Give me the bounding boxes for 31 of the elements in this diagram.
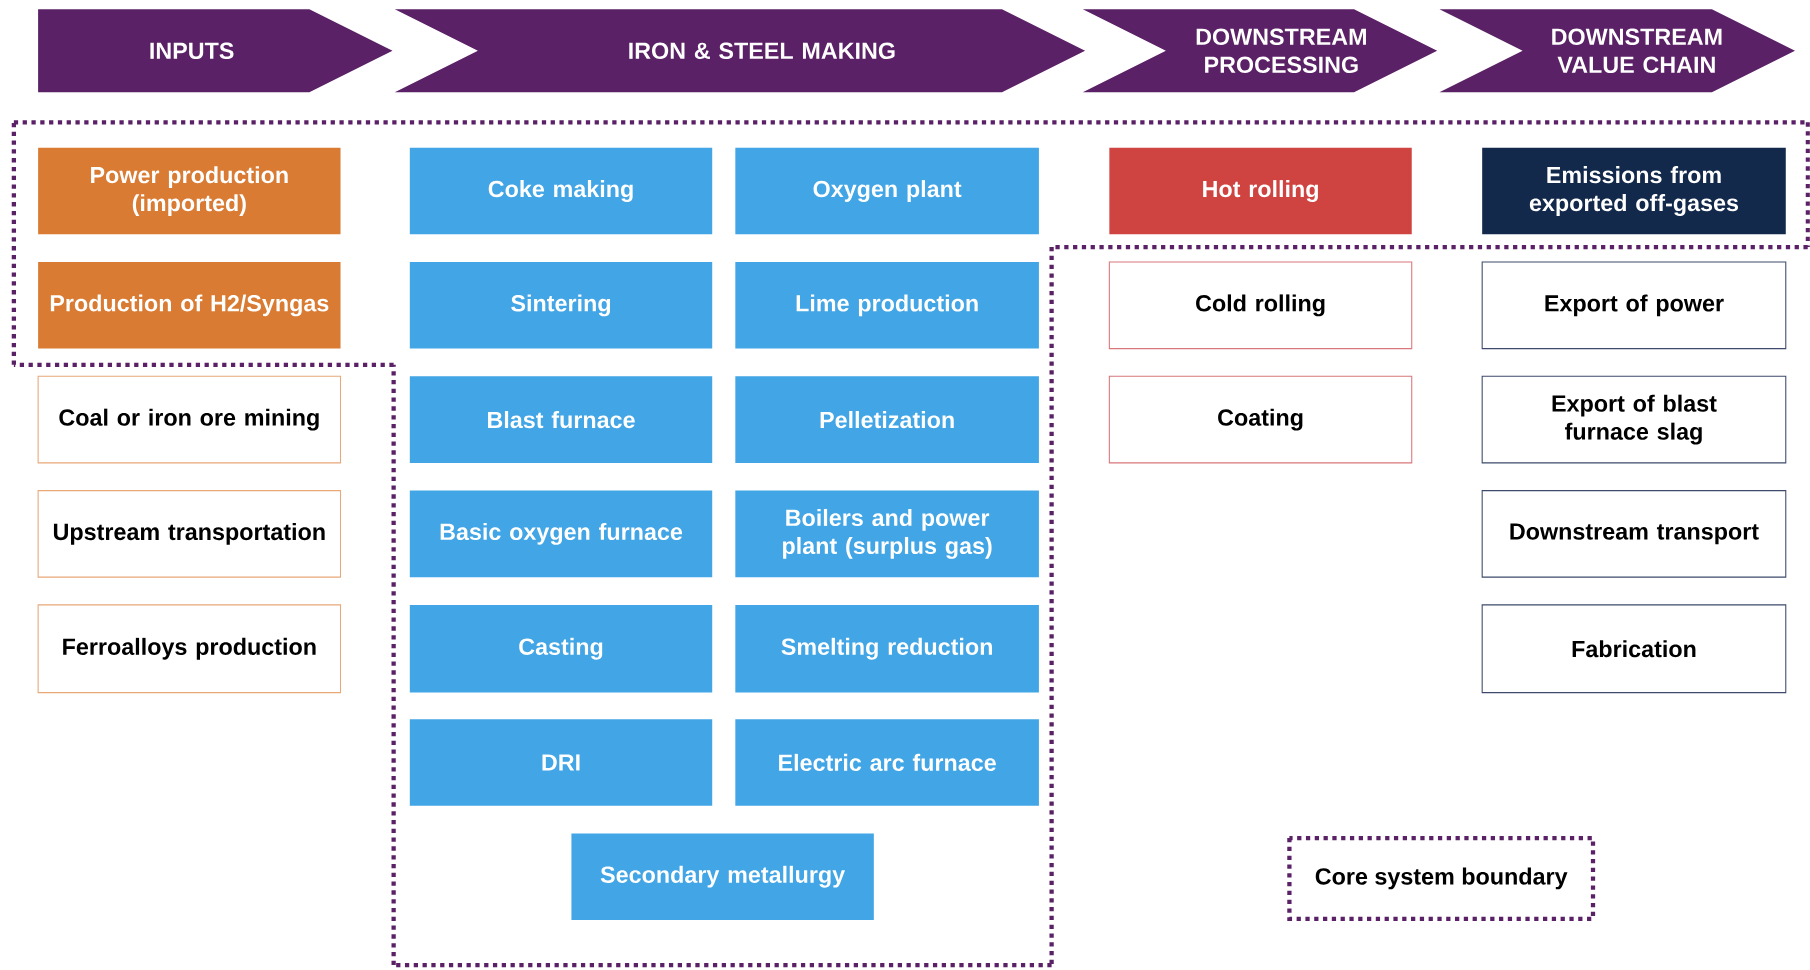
process-box: Upstream transportation	[37, 490, 342, 578]
process-box: Export of blast furnace slag	[1481, 375, 1787, 464]
process-box: Coke making	[409, 147, 713, 235]
process-box: Fabrication	[1481, 604, 1787, 694]
process-box: Hot rolling	[1109, 147, 1412, 235]
process-box: Smelting reduction	[735, 605, 1039, 693]
process-box: Downstream transport	[1481, 490, 1787, 578]
legend-item: Core system boundary	[1287, 836, 1596, 922]
process-box: Production of H2/Syngas	[38, 262, 341, 349]
process-box: Coating	[1108, 375, 1413, 464]
process-box: Ferroalloys production	[37, 604, 342, 694]
process-box: Electric arc furnace	[735, 719, 1039, 806]
process-box: Coal or iron ore mining	[37, 375, 342, 464]
process-box: Oxygen plant	[735, 147, 1039, 235]
process-box: Blast furnace	[409, 376, 713, 464]
stage-banner: INPUTS	[38, 9, 393, 93]
process-box: Lime production	[735, 262, 1039, 349]
process-box: DRI	[409, 719, 713, 806]
stage-banner: DOWNSTREAM VALUE CHAIN	[1439, 9, 1795, 93]
stage-banner: IRON & STEEL MAKING	[394, 9, 1086, 93]
stage-banner: DOWNSTREAM PROCESSING	[1082, 9, 1438, 93]
process-box: Pelletization	[735, 376, 1039, 464]
process-box: Emissions from exported off-gases	[1482, 147, 1786, 235]
process-box: Export of power	[1481, 261, 1787, 350]
process-box: Casting	[409, 605, 713, 693]
process-box: Sintering	[409, 262, 713, 349]
process-box: Secondary metallurgy	[571, 833, 874, 921]
process-box: Cold rolling	[1108, 261, 1413, 350]
process-box: Boilers and power plant (surplus gas)	[735, 490, 1039, 578]
process-box: Basic oxygen furnace	[409, 490, 713, 578]
process-box: Power production (imported)	[38, 147, 341, 235]
